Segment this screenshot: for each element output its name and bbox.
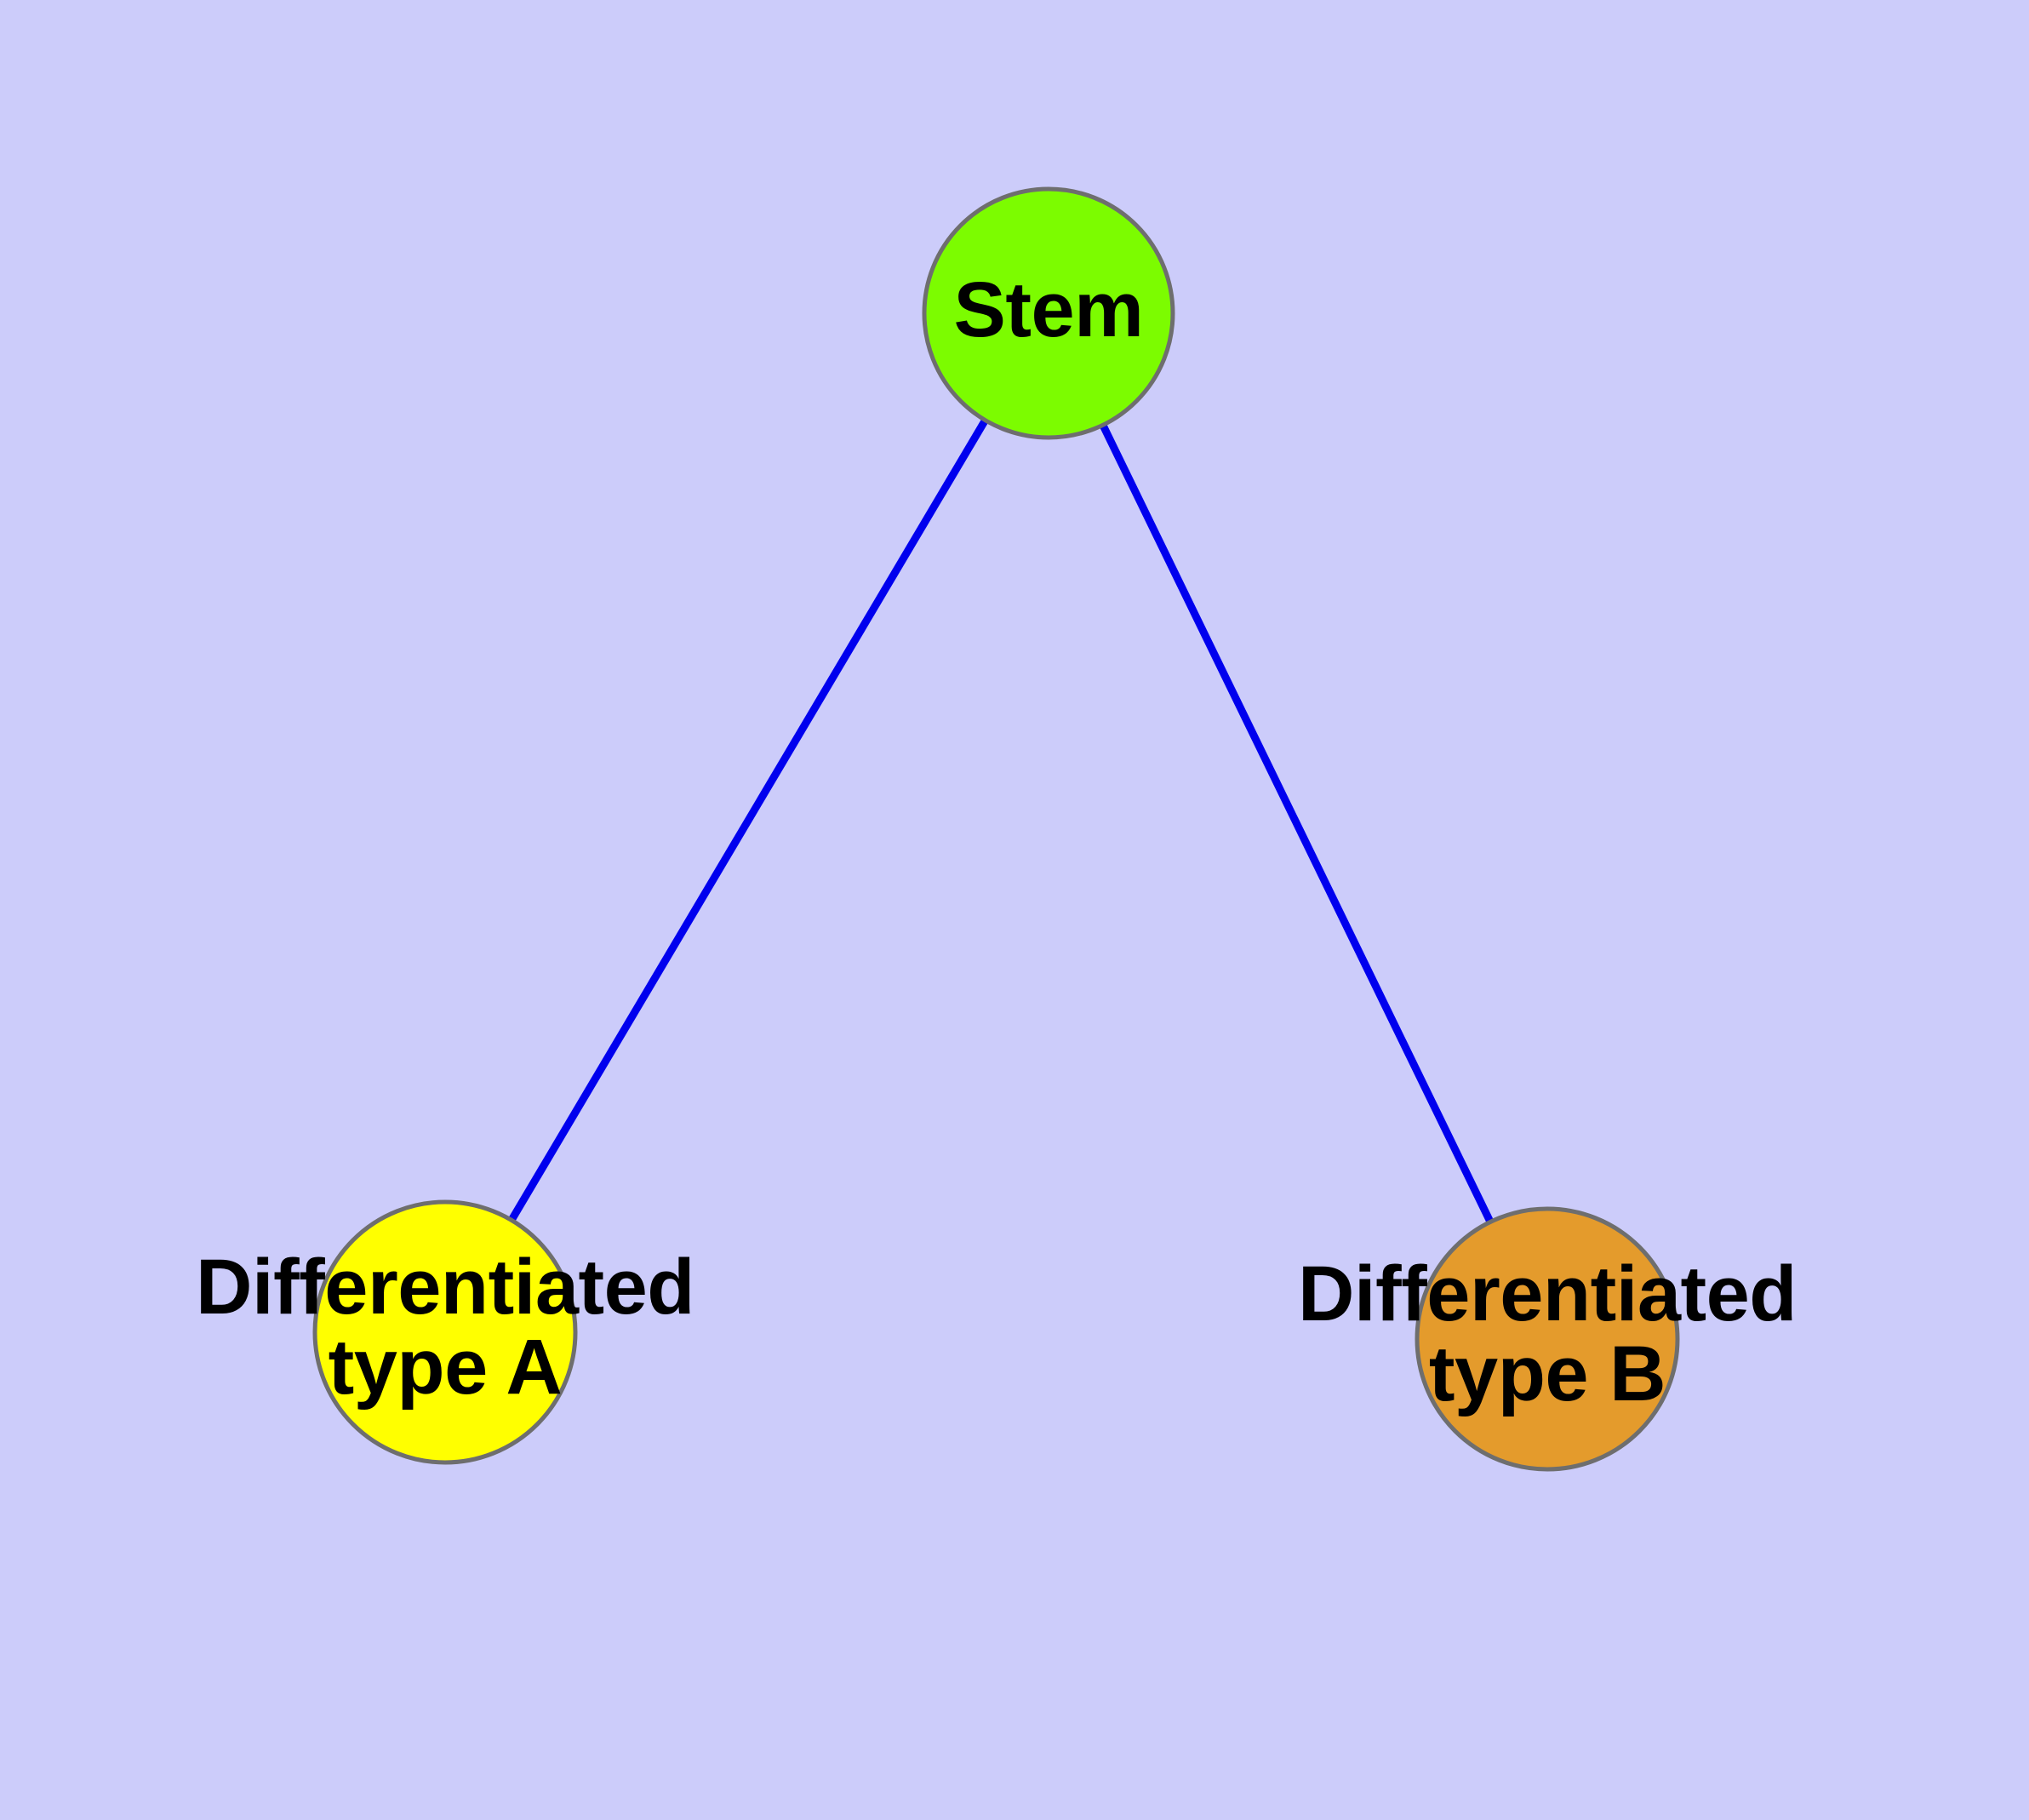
edge-stem-to-differentiated-type-a[interactable] [442, 311, 1052, 1335]
node-differentiated-type-b[interactable] [1415, 1206, 1680, 1472]
edge-layer [442, 311, 1552, 1341]
node-differentiated-type-a[interactable] [312, 1199, 578, 1465]
node-stem[interactable] [922, 186, 1175, 440]
edge-stem-to-differentiated-type-b[interactable] [1044, 312, 1552, 1341]
node-layer [312, 186, 1680, 1472]
